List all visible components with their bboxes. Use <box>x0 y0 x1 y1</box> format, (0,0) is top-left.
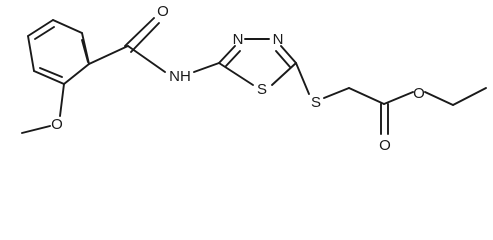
bond <box>59 83 65 117</box>
ester-carbonyl-oxygen: O <box>379 137 391 154</box>
structure-canvas: O O NH N N S S O O <box>21 3 487 154</box>
ring-sulfur: S <box>257 81 267 98</box>
methoxy-oxygen: O <box>51 116 63 133</box>
bond <box>27 19 54 37</box>
bond <box>27 35 35 72</box>
bond <box>21 125 51 134</box>
bond <box>383 91 414 105</box>
bond <box>348 87 385 105</box>
bond <box>81 39 89 63</box>
bond <box>52 19 83 34</box>
bond <box>275 50 291 68</box>
ring-nitrogen-left: N <box>233 31 244 48</box>
ring-nitrogen-right: N <box>273 31 284 48</box>
bond <box>424 91 454 106</box>
benzene-ring <box>27 19 90 85</box>
bond <box>193 62 220 73</box>
bond <box>452 87 487 106</box>
bond <box>271 62 297 86</box>
molecule-drawing: O O NH N N S S O O <box>21 3 487 154</box>
bond <box>33 70 65 85</box>
bond <box>34 26 55 40</box>
amide-nh: NH <box>169 68 191 85</box>
bond <box>295 62 310 95</box>
amide-group: O NH <box>88 3 220 85</box>
thioether-sulfur: S <box>311 94 321 111</box>
bond <box>280 45 297 64</box>
bond <box>124 17 155 47</box>
bond <box>130 22 160 53</box>
bond <box>218 62 254 86</box>
ester-oxygen: O <box>413 85 425 102</box>
thiadiazole-ring: N N S <box>218 31 297 98</box>
thioacetate-ester: S O O <box>295 62 487 154</box>
bond <box>225 50 241 67</box>
methoxy-group: O <box>21 83 65 134</box>
bond <box>88 45 129 65</box>
bond <box>63 63 90 85</box>
bond <box>39 67 63 78</box>
bond <box>218 45 236 64</box>
amide-carbonyl-oxygen: O <box>157 3 169 20</box>
bond <box>127 45 166 73</box>
bond <box>323 87 350 99</box>
